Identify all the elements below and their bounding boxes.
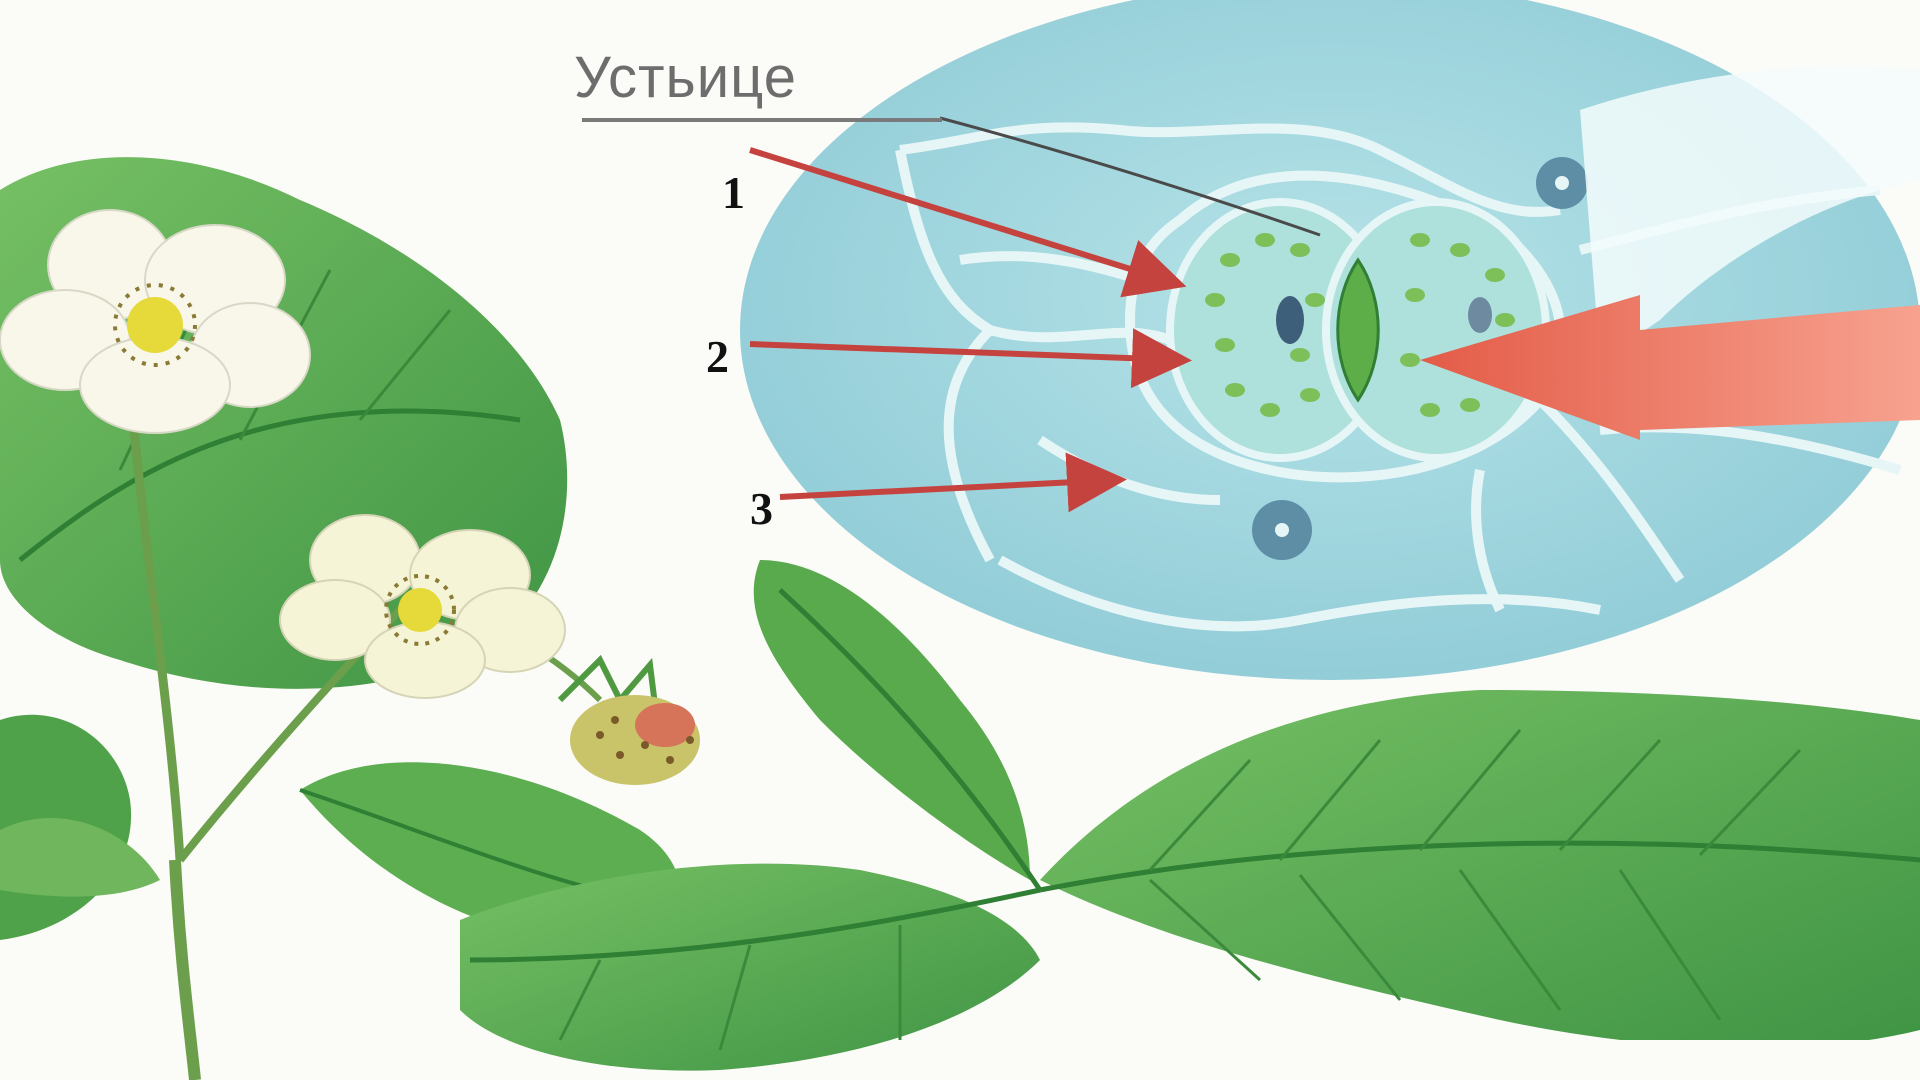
main-stem <box>175 860 195 1080</box>
stoma-magnified-view <box>740 0 1920 680</box>
label-2: 2 <box>706 330 729 383</box>
guard-cell-nucleus-right <box>1468 297 1492 333</box>
guard-cell-nucleus-left <box>1276 296 1304 344</box>
title-underline <box>582 118 942 122</box>
diagram-title: Устьице <box>574 44 797 111</box>
guard-cells <box>1170 202 1546 458</box>
label-1: 1 <box>722 166 745 219</box>
unripe-berry <box>560 660 700 785</box>
label-3: 3 <box>750 482 773 535</box>
